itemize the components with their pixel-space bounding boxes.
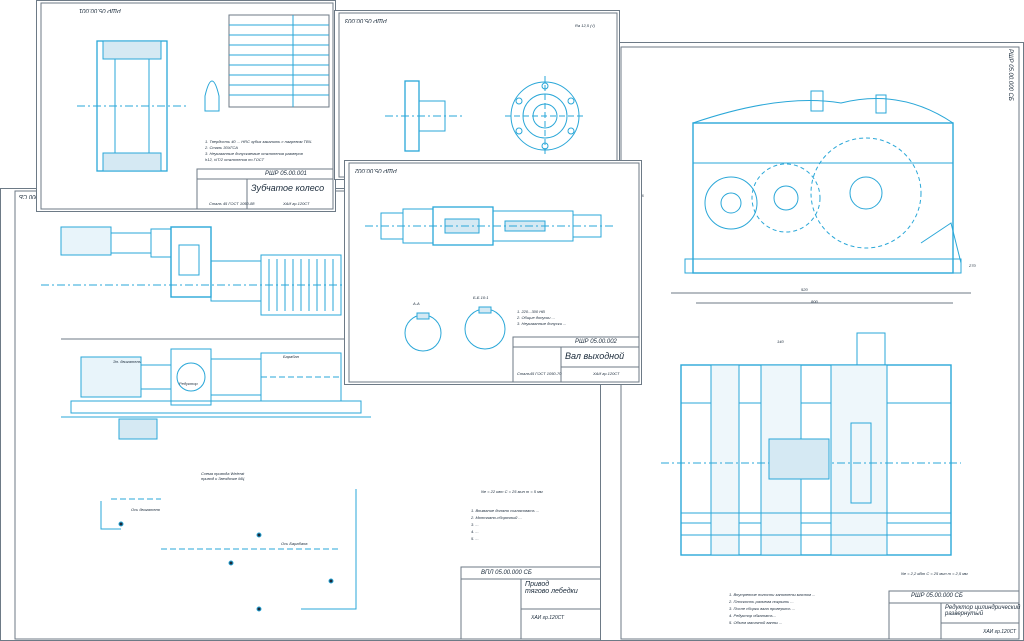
reducer-drawing (620, 46, 1020, 640)
reducer-dim-1: 800 (811, 299, 818, 304)
reducer-title: Редуктор цилиндрический развернутый (945, 605, 1021, 617)
assembly-notes: 1. Внимание должно согласовать ... 2. Мо… (471, 508, 540, 541)
shaft-material: Сталь45 ГОСТ 1050-70 (517, 371, 562, 376)
gear-top-code: РШР 05.00.001 (79, 7, 121, 13)
reducer-dim-5: 140 (777, 339, 784, 344)
assembly-scheme-caption: Схема привода Welerat привод к Звездочке… (201, 471, 245, 481)
reducer-notes: 1. Внутренние полости заполнены маслом .… (729, 592, 816, 625)
gear-notes: 1. Твердость 40 ... HRC зубья закалить с… (205, 139, 313, 162)
assembly-label-axis: Ось двигателя (131, 507, 160, 512)
reducer-drawing-sheet: РШР 05.00.000 СБ Ne = 2,2 кВт С = 25 мин… (600, 42, 1024, 641)
shaft-code: РШР 05.00.002 (575, 339, 617, 345)
shaft-group: ХАИ гр.120СТ (593, 371, 620, 376)
assembly-title: Привод тягово лебедки (525, 581, 578, 595)
assembly-label-motor: Эл. двигатель (113, 359, 141, 364)
reducer-params: Ne = 2,2 кВт С = 25 мин m = 2,5 мм (901, 571, 968, 576)
cover-drawing (338, 12, 618, 178)
gear-code: РШР 05.00.001 (265, 171, 307, 177)
gear-wheel-drawing-sheet: РШР 05.00.001 1. Твердость 40 ... HRC зу… (36, 0, 336, 212)
assembly-label-axis2: Ось Барабана (281, 541, 308, 546)
shaft-section-a: А-А (413, 301, 420, 306)
gear-group: ХАИ гр.120СТ (283, 201, 310, 206)
shaft-top-code: РШР 05.00.002 (355, 167, 397, 173)
cover-top-code: РШР 05.00.003 (345, 17, 387, 23)
reducer-dim-4: 270 (969, 263, 976, 268)
reducer-code: РШР 05.00.000 СБ (911, 593, 963, 599)
assembly-params: Ne = 22 квт С = 25 мин m = 5 мм (481, 489, 543, 494)
gear-material: Сталь 45 ГОСТ 1050-88 (209, 201, 255, 206)
reducer-top-code: РШР 05.00.000 СБ (1007, 49, 1013, 101)
assembly-label-gear: Редуктор (179, 381, 198, 386)
reducer-group: ХАИ гр.120СТ (983, 629, 1017, 635)
gear-wheel-drawing (40, 2, 334, 210)
reducer-dim-2: 520 (801, 287, 808, 292)
shaft-notes: 1. 220...300 НВ 2. Общие допуски ... 3. … (517, 309, 567, 326)
shaft-drawing (348, 162, 640, 383)
shaft-drawing-sheet: РШР 05.00.002 А-А Б-Б 10:1 1. 220...300 … (344, 160, 642, 385)
shaft-section-b: Б-Б 10:1 (473, 295, 489, 300)
shaft-title: Вал выходной (565, 351, 625, 361)
gear-title: Зубчатое колесо (251, 183, 325, 193)
assembly-label-drum: Барабан (283, 354, 299, 359)
assembly-code: ВПЛ 05.00.000 СБ (481, 570, 532, 576)
cover-drawing-sheet: РШР 05.00.003 Ra 12,5 (√) (334, 10, 620, 180)
assembly-group: ХАИ гр.120СТ (531, 615, 565, 621)
cover-roughness: Ra 12,5 (√) (575, 23, 595, 28)
